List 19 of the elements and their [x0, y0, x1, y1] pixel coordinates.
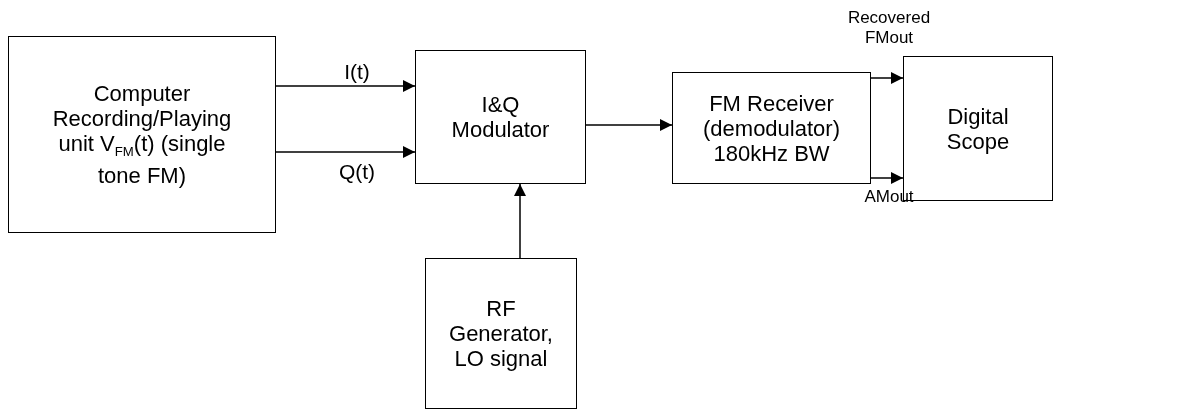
arrow: [585, 119, 673, 131]
edge-label: I(t): [344, 60, 370, 84]
process-box: [425, 258, 577, 409]
edge-label: Q(t): [338, 160, 376, 184]
box-label: I&Q Modulator: [450, 92, 551, 142]
box-label: FM Receiver (demodulator) 180kHz BW: [702, 90, 841, 166]
arrow: [514, 183, 526, 259]
edge-label: Recovered FMout: [846, 8, 932, 48]
arrow: [275, 146, 416, 158]
edge-label: AMout: [863, 187, 915, 207]
box-label: Digital Scope: [945, 103, 1011, 154]
process-box: [415, 50, 586, 184]
process-box: [8, 36, 276, 233]
box-label: Computer Recording/Playing unit V$_{FM}$(t) (single tone FM): [51, 80, 233, 189]
box-label: RF Generator, LO signal: [448, 296, 554, 371]
arrow: [870, 172, 904, 184]
arrow: [870, 72, 904, 84]
arrow: [275, 80, 416, 92]
process-box: [672, 72, 871, 184]
